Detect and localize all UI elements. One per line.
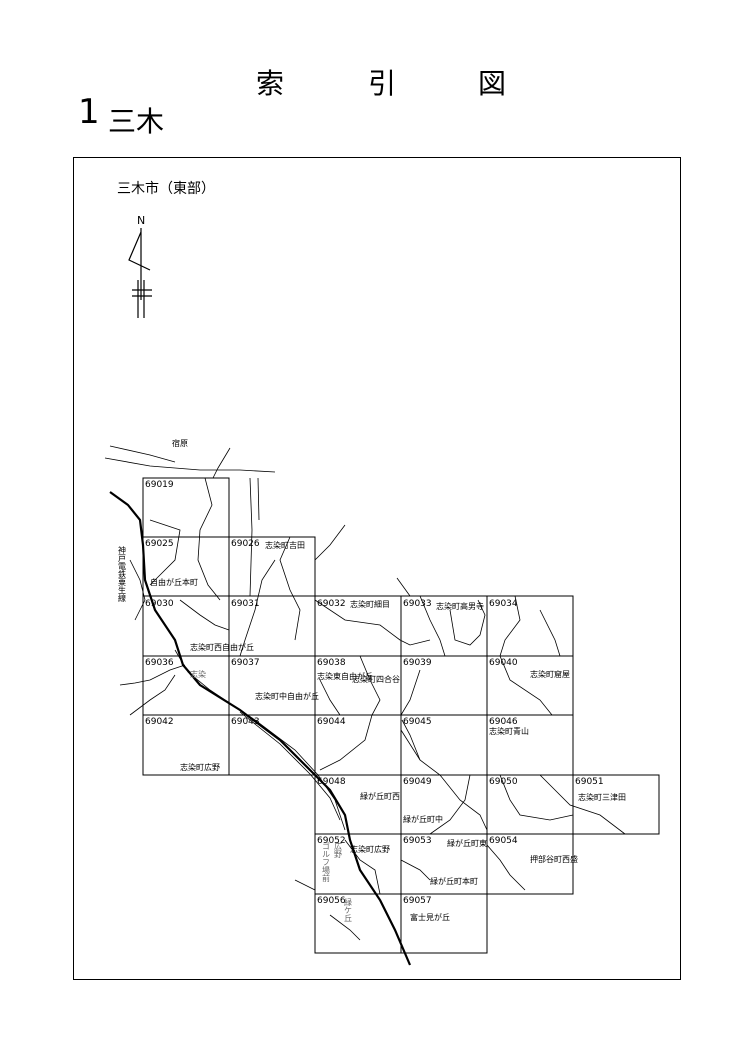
tile-number: 69030 xyxy=(145,599,174,609)
tile-number: 69026 xyxy=(231,539,260,549)
tile-number: 69019 xyxy=(145,480,174,490)
map-lines xyxy=(104,445,626,941)
tile-number: 69036 xyxy=(145,658,174,668)
tile-number: 69044 xyxy=(317,717,346,727)
tile-number: 69043 xyxy=(231,717,260,727)
tile-name: 志染町高男寺 xyxy=(436,601,484,611)
tile-number: 69057 xyxy=(403,896,432,906)
place-shisome: 志染 xyxy=(190,669,206,679)
tile-number: 69050 xyxy=(489,777,518,787)
tile-number: 69037 xyxy=(231,658,260,668)
tile-name: 志染町広野 xyxy=(180,762,220,772)
tile-name: 志染町青山 xyxy=(489,726,529,736)
tile-number: 69045 xyxy=(403,717,432,727)
tile-number: 69039 xyxy=(403,658,432,668)
tile-name: 緑が丘町中 xyxy=(403,814,443,824)
tile-name: 緑が丘町本町 xyxy=(430,876,478,886)
tile-number: 69056 xyxy=(317,896,346,906)
tile-name: 志染町細目 xyxy=(350,599,390,609)
tile-name: 押部谷町西盛 xyxy=(530,854,578,864)
section-name: 三木 xyxy=(108,105,165,138)
north-arrow-icon xyxy=(128,228,152,318)
map-subtitle: 三木市（東部） xyxy=(117,181,215,197)
tile-name: 志染町西自由が丘 xyxy=(190,642,254,652)
tile-number: 69031 xyxy=(231,599,260,609)
tile-name: 自由が丘本町 xyxy=(150,577,198,587)
tile-number: 69042 xyxy=(145,717,174,727)
tile-name: 志染町吉田 xyxy=(265,540,305,550)
place-hirono-station: 広野 xyxy=(334,841,343,858)
tile-number: 69053 xyxy=(403,836,432,846)
section-number: 1 xyxy=(78,92,100,132)
title-char-2: 引 xyxy=(368,67,397,100)
place-shukuhara: 宿原 xyxy=(172,438,188,448)
tile-name: 志染町中自由が丘 xyxy=(255,691,319,701)
tile-number: 69048 xyxy=(317,777,346,787)
tile-number: 69049 xyxy=(403,777,432,787)
tile-name: 緑が丘町東 xyxy=(447,838,487,848)
tile-number: 69033 xyxy=(403,599,432,609)
railway-line xyxy=(109,491,412,966)
tile-name: 志染町広野 xyxy=(350,844,390,854)
tile-name: 志染町四合谷 xyxy=(352,674,400,684)
tile-number: 69046 xyxy=(489,717,518,727)
north-label: N xyxy=(137,214,145,227)
tile-number: 69032 xyxy=(317,599,346,609)
tile-number: 69038 xyxy=(317,658,346,668)
tile-69057[interactable] xyxy=(400,893,488,954)
tile-number: 69040 xyxy=(489,658,518,668)
tile-name: 志染東自由が丘 xyxy=(317,671,373,681)
tile-name: 緑が丘町西 xyxy=(360,791,400,801)
railway-label: 神戸電鉄粟生線 xyxy=(118,545,127,602)
place-midorigaoka-station: 緑ケ丘 xyxy=(344,897,353,922)
tile-name: 富士見が丘 xyxy=(410,912,450,922)
tile-number: 69034 xyxy=(489,599,518,609)
tile-name: 志染町三津田 xyxy=(578,792,626,802)
tile-69051[interactable] xyxy=(572,774,660,835)
tile-number: 69051 xyxy=(575,777,604,787)
title-char-3: 図 xyxy=(478,67,507,100)
tile-number: 69052 xyxy=(317,836,346,846)
title-char-1: 索 xyxy=(256,67,285,100)
place-golf: ゴルフ場前 xyxy=(322,841,331,883)
map-frame xyxy=(73,157,681,980)
tile-69054[interactable] xyxy=(486,833,574,895)
page-title: 索 引 図 xyxy=(250,62,510,102)
tile-number: 69025 xyxy=(145,539,174,549)
tile-name: 志染町窟屋 xyxy=(530,669,570,679)
tile-number: 69054 xyxy=(489,836,518,846)
